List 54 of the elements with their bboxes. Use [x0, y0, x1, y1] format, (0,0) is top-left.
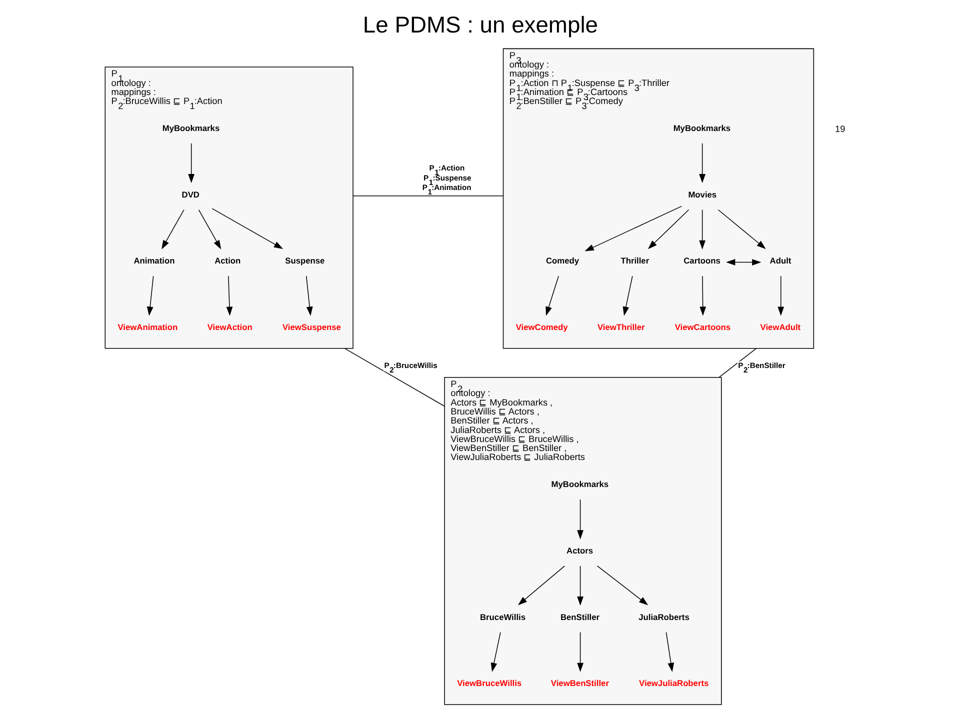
connector: [344, 348, 445, 407]
node-text: Movies: [688, 189, 717, 200]
arrow: [577, 632, 584, 672]
node-text: JuliaRoberts: [638, 612, 690, 622]
connector: [718, 348, 757, 378]
node-text: DVD: [182, 189, 200, 200]
diagram-title: Le PDMS : un exemple: [362, 12, 598, 38]
node-text: Comedy: [546, 256, 580, 266]
arrow: [546, 276, 559, 316]
node-text: MyBookmarks: [673, 122, 731, 133]
arrow: [577, 566, 584, 606]
arrow: [718, 209, 766, 250]
arrow: [622, 276, 633, 316]
arrow: [778, 276, 784, 316]
node-text: BruceWillis: [480, 612, 526, 622]
node-text: MyBookmarks: [162, 122, 220, 133]
node-text: Cartoons: [684, 256, 720, 266]
arrow: [188, 143, 195, 184]
node-text: ViewSuspense: [282, 322, 341, 332]
node-text: ViewThriller: [597, 322, 645, 332]
arrow: [584, 206, 682, 252]
node-text: ViewComedy: [516, 322, 568, 332]
node-text: ViewBruceWillis: [457, 678, 522, 688]
arrow: [490, 632, 501, 672]
label: 19: [835, 124, 846, 134]
node-text: BenStiller: [560, 612, 600, 622]
node-text: ViewBenStiller: [550, 678, 609, 688]
arrow: [146, 276, 154, 316]
node-text: ViewAdult: [760, 322, 801, 332]
arrow: [198, 209, 222, 250]
node-text: ViewJuliaRoberts: [639, 678, 709, 688]
arrow: [699, 143, 706, 184]
arrow: [666, 632, 674, 672]
arrow: [226, 276, 233, 316]
node-text: Action: [214, 256, 241, 266]
arrow: [699, 209, 706, 250]
node-text: ViewCartoons: [674, 322, 731, 332]
arrow: [577, 499, 584, 540]
arrow: [306, 276, 313, 316]
arrow: [518, 566, 566, 606]
node-text: Actors: [566, 545, 594, 556]
arrow: [700, 276, 706, 316]
node-text: Animation: [134, 256, 175, 266]
arrow: [596, 566, 648, 606]
arrow: [648, 209, 690, 250]
arrow: [162, 209, 184, 250]
node-text: Suspense: [285, 256, 325, 266]
node-text: ViewAnimation: [118, 322, 178, 332]
arrow: [212, 208, 284, 249]
node-text: Adult: [770, 256, 792, 266]
node-text: Thriller: [620, 256, 650, 266]
arrow: [726, 259, 762, 266]
node-text: MyBookmarks: [551, 479, 609, 490]
node-text: ViewAction: [207, 322, 252, 332]
